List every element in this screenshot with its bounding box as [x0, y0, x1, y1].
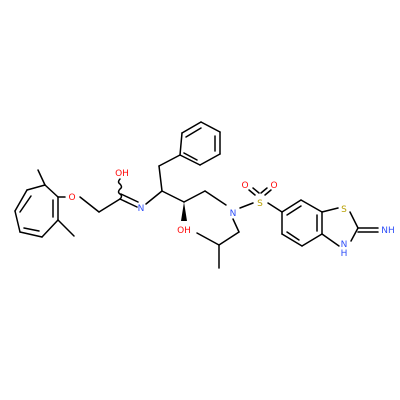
bond [79, 196, 100, 213]
bond [264, 189, 272, 196]
bond [23, 227, 40, 232]
bond [281, 233, 303, 247]
sulfonyl-oxygen-left-label: O [241, 181, 248, 191]
bond [248, 189, 256, 196]
bond [239, 202, 254, 209]
bond [199, 153, 221, 166]
sulfonyl-sulfur-label: S [257, 199, 263, 209]
bond [98, 198, 121, 213]
bond [179, 132, 183, 156]
bond [179, 154, 201, 166]
imidic-hydroxyl-label: OH [115, 169, 129, 179]
bond [145, 190, 163, 205]
alcohol-hydroxyl-label: OH [177, 226, 191, 236]
bond [260, 187, 268, 194]
thiazole-nitrogen-label: N [341, 240, 348, 250]
bond [44, 184, 59, 198]
bond [14, 210, 21, 233]
bond [321, 207, 339, 213]
bond-layer [14, 121, 379, 269]
bond [281, 199, 302, 213]
bond [158, 154, 181, 167]
bond [218, 231, 240, 246]
bond [286, 205, 302, 216]
atom-label-layer: O OH N OH N S O O S H N NH [68, 169, 394, 259]
bond [200, 121, 221, 133]
bond [300, 199, 323, 213]
bond [158, 165, 163, 192]
bond [204, 190, 227, 206]
bond [350, 227, 359, 242]
ether-oxygen-label: O [68, 193, 75, 203]
thiazole-sulfur-label: S [341, 205, 347, 215]
sulfonyl-oxygen-right-label: O [270, 181, 277, 191]
bond [41, 219, 59, 238]
imino-nh-label: NH [381, 226, 395, 236]
bond [321, 233, 340, 247]
bond [196, 232, 220, 246]
wedge-bond [181, 202, 187, 221]
thiazole-nh-hydrogen-label: H [341, 249, 348, 259]
bond [252, 187, 260, 194]
bond [286, 231, 300, 241]
bond [57, 219, 75, 237]
bond [120, 193, 139, 203]
bond [301, 233, 323, 247]
bond [37, 169, 46, 186]
bond [19, 195, 32, 213]
bond [349, 211, 359, 229]
bond [119, 198, 138, 208]
bond [232, 218, 240, 233]
bond [181, 121, 202, 134]
wavy-bond [117, 178, 123, 200]
bond [14, 189, 28, 212]
bond [267, 202, 283, 213]
bond [19, 231, 43, 238]
bond [161, 190, 185, 203]
bond [183, 190, 206, 203]
imine-nitrogen-label: N [138, 204, 145, 214]
bond [26, 184, 46, 191]
sulfonamide-nitrogen-label: N [230, 209, 237, 219]
bond [183, 152, 198, 161]
bond [185, 127, 202, 138]
